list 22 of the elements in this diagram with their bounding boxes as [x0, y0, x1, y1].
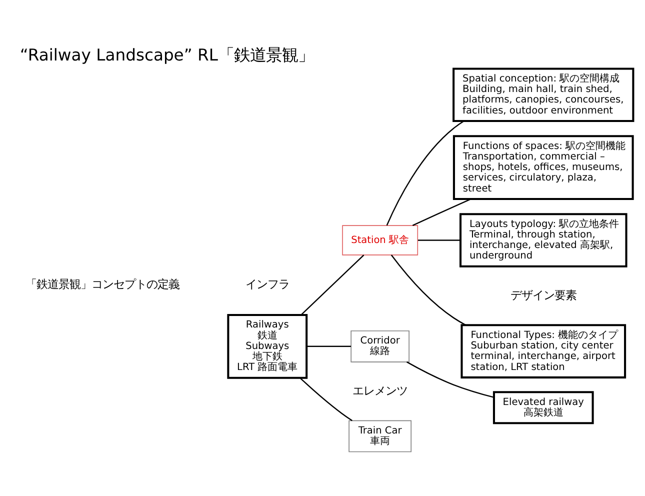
- node-box: Corridor 線路: [350, 330, 410, 362]
- node-box: Elevated railway 高架鉄道: [492, 391, 594, 424]
- node-box: Functional Types: 機能のタイプ Suburban station, city center terminal, interchange, airport station, LRT station: [460, 324, 626, 378]
- connector: [412, 198, 472, 226]
- connector: [300, 378, 352, 422]
- node-box: Spatial conception: 駅の空間構成 Building, main hall, train shed, platforms, canopies, concourses, facilities, outdoor environment: [452, 68, 634, 122]
- label: デザイン要素: [510, 288, 576, 302]
- label: 「鉄道景観」コンセプトの定義: [25, 277, 180, 292]
- label: インフラ: [245, 277, 290, 292]
- node-box: Railways 鉄道 Subways 地下鉄 LRT 路面電車: [227, 314, 308, 379]
- diagram-title: “Railway Landscape” RL「鉄道景観」: [20, 46, 314, 65]
- node-box: Train Car 車両: [348, 420, 412, 452]
- node-box: Layouts typology: 駅の立地条件 Terminal, through station, interchange, elevated 高架駅, underground: [459, 213, 628, 268]
- connector: [386, 120, 464, 226]
- connector: [418, 240, 460, 241]
- label: エレメンツ: [352, 383, 408, 398]
- connector: [306, 346, 351, 347]
- connector: [390, 254, 466, 326]
- connector: [300, 254, 364, 316]
- node-box: Functions of spaces: 駅の空間機能 Transportation, commercial – shops, hotels, offices, museums, services, circulatory, plaza, street: [452, 135, 634, 200]
- connector: [406, 361, 494, 398]
- node-box: Station 駅舎: [342, 225, 418, 256]
